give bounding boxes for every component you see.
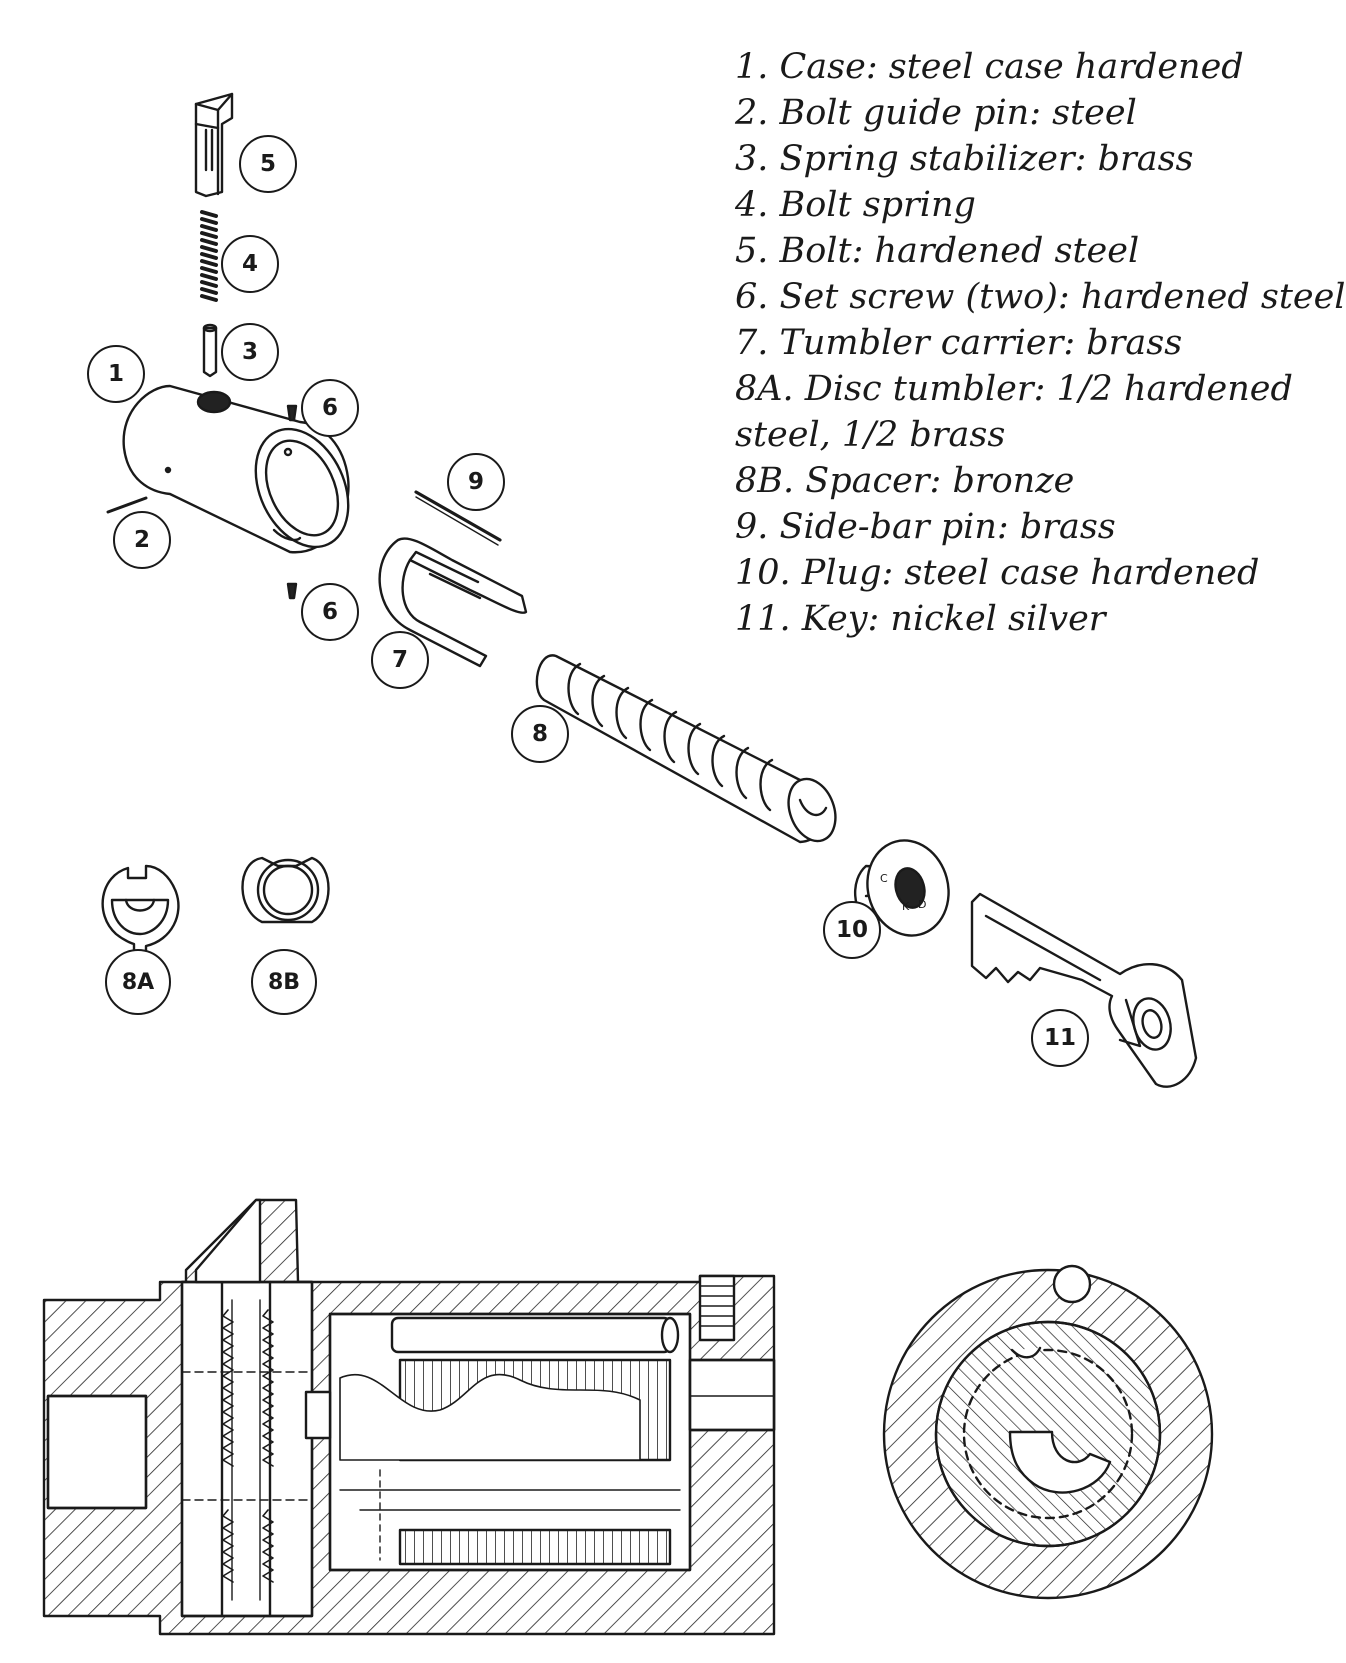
callout-2: 2 xyxy=(113,511,171,569)
bolt-guide-pin-part xyxy=(106,496,148,514)
side-bar-pin-part xyxy=(414,490,502,546)
parts-legend: 1. Case: steel case hardened 2. Bolt gui… xyxy=(735,44,1346,642)
spacer-detail xyxy=(241,856,330,924)
callout-11: 11 xyxy=(1031,1009,1089,1067)
callout-6-top: 6 xyxy=(301,379,359,437)
callout-9: 9 xyxy=(447,453,505,511)
legend-item: 8B. Spacer: bronze xyxy=(735,461,1075,501)
legend-item: 11. Key: nickel silver xyxy=(735,599,1106,639)
spring-stabilizer-part xyxy=(202,323,218,378)
set-screw-top xyxy=(286,404,298,422)
set-screw-bottom xyxy=(286,582,298,600)
callout-3: 3 xyxy=(221,323,279,381)
callout-8: 8 xyxy=(511,705,569,763)
legend-item: 9. Side-bar pin: brass xyxy=(735,507,1116,547)
legend-item: 6. Set screw (two): hardened steel xyxy=(735,277,1346,317)
legend-item: 5. Bolt: hardened steel xyxy=(735,231,1140,271)
lock-end-view xyxy=(882,1264,1214,1600)
legend-item: 3. Spring stabilizer: brass xyxy=(735,139,1194,179)
plug-letter: D xyxy=(918,898,927,911)
legend-item: 4. Bolt spring xyxy=(735,185,976,225)
lock-cross-section xyxy=(42,1198,776,1636)
legend-item: 8A. Disc tumbler: 1/2 hardened xyxy=(735,369,1293,409)
callout-4: 4 xyxy=(221,235,279,293)
callout-1: 1 xyxy=(87,345,145,403)
legend-item: 7. Tumbler carrier: brass xyxy=(735,323,1183,363)
key-part xyxy=(970,892,1198,1088)
callout-5: 5 xyxy=(239,135,297,193)
tumbler-carrier-part xyxy=(378,537,528,668)
case-part xyxy=(122,384,350,554)
legend-item: 10. Plug: steel case hardened xyxy=(735,553,1260,593)
bolt-part xyxy=(194,92,234,198)
callout-8a: 8A xyxy=(105,949,171,1015)
bolt-spring-part xyxy=(200,210,218,302)
legend-item: steel, 1/2 brass xyxy=(735,415,1006,455)
disc-tumbler-detail xyxy=(101,864,180,960)
diagram-page: 1. Case: steel case hardened 2. Bolt gui… xyxy=(42,44,1346,1636)
plug-letter: K xyxy=(902,900,910,913)
callout-7: 7 xyxy=(371,631,429,689)
lock-exploded-view-illustration xyxy=(42,92,1214,1636)
legend-item: 1. Case: steel case hardened xyxy=(735,47,1244,87)
callout-10: 10 xyxy=(823,901,881,959)
legend-item: 2. Bolt guide pin: steel xyxy=(735,93,1137,133)
tumbler-stack-part xyxy=(535,654,837,844)
callout-8b: 8B xyxy=(251,949,317,1015)
plug-letter: C xyxy=(880,872,888,885)
callout-6-bottom: 6 xyxy=(301,583,359,641)
